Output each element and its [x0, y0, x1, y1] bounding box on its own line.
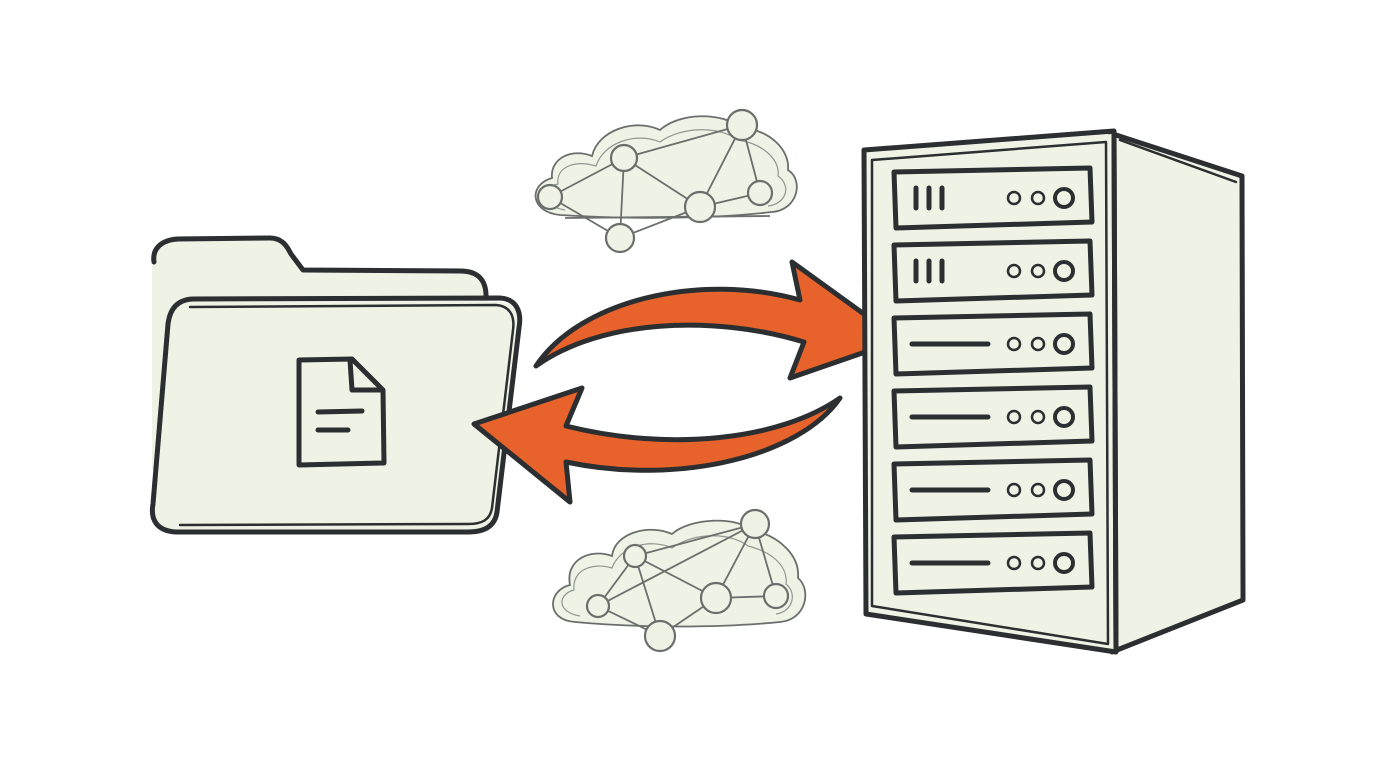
network-node	[699, 581, 733, 615]
power-button	[1053, 406, 1075, 428]
folder-icon	[149, 235, 523, 535]
server-rack-icon	[861, 128, 1246, 655]
network-node	[622, 543, 648, 569]
power-button	[1053, 479, 1075, 501]
network-node	[643, 619, 677, 653]
server-unit	[891, 238, 1095, 304]
bidirectional-sync-arrows-icon	[471, 259, 903, 505]
network-node	[604, 222, 636, 254]
status-light	[1006, 263, 1022, 279]
server-unit	[891, 457, 1095, 523]
server-units	[891, 165, 1095, 596]
power-button	[1053, 187, 1075, 209]
document-icon	[296, 356, 387, 468]
server-unit	[891, 165, 1095, 231]
status-light	[1006, 336, 1022, 352]
status-light	[1006, 555, 1022, 571]
power-button	[1053, 552, 1075, 574]
power-button	[1053, 333, 1075, 355]
status-light	[1030, 409, 1046, 425]
network-cloud-icon	[552, 508, 807, 653]
arrow-to-folder	[471, 385, 843, 505]
network-node	[585, 593, 611, 619]
status-light	[1030, 190, 1046, 206]
network-node	[739, 508, 771, 540]
status-light	[1006, 482, 1022, 498]
network-cloud-icon	[534, 108, 798, 254]
status-light	[1030, 263, 1046, 279]
arrow-to-server	[533, 259, 903, 381]
status-light	[1006, 190, 1022, 206]
status-light	[1030, 336, 1046, 352]
network-node	[683, 190, 717, 224]
network-node	[725, 108, 759, 142]
power-button	[1053, 260, 1075, 282]
server-unit	[891, 530, 1095, 596]
network-node	[536, 183, 564, 211]
network-node	[746, 179, 774, 207]
status-light	[1006, 409, 1022, 425]
server-unit	[891, 384, 1095, 450]
server-unit	[891, 311, 1095, 377]
status-light	[1030, 482, 1046, 498]
network-node	[762, 582, 790, 610]
status-light	[1030, 555, 1046, 571]
network-node	[609, 143, 639, 173]
